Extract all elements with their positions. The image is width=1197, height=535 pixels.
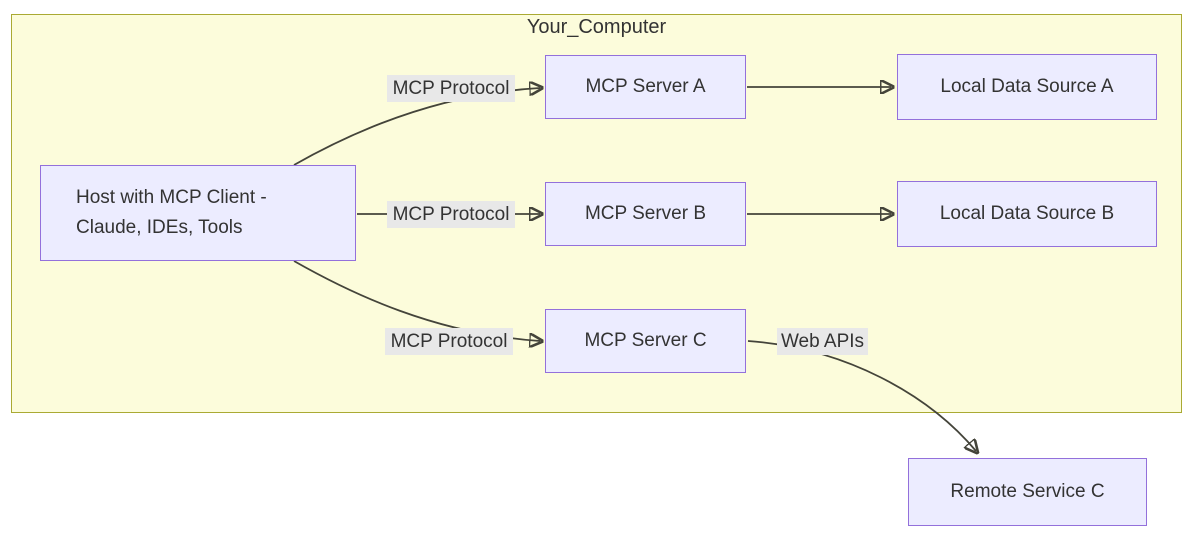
node-remote-service-c-label: Remote Service C — [950, 481, 1105, 502]
node-local-data-source-a: Local Data Source A — [897, 54, 1157, 120]
cluster-title: Your_Computer — [526, 16, 667, 38]
node-mcp-server-b-label: MCP Server B — [584, 203, 707, 224]
edge-label-mcp-protocol-c: MCP Protocol — [385, 328, 513, 355]
arrow-server-c-to-remote-c — [747, 340, 976, 451]
node-remote-service-c: Remote Service C — [908, 458, 1147, 526]
node-mcp-server-b: MCP Server B — [545, 182, 746, 246]
node-mcp-server-c-label: MCP Server C — [584, 330, 707, 351]
edge-label-mcp-protocol-a: MCP Protocol — [387, 75, 515, 102]
edge-label-mcp-protocol-b: MCP Protocol — [387, 201, 515, 228]
node-local-data-source-b: Local Data Source B — [897, 181, 1157, 247]
node-local-data-source-a-label: Local Data Source A — [940, 76, 1114, 97]
node-mcp-server-a-label: MCP Server A — [585, 76, 706, 97]
node-local-data-source-b-label: Local Data Source B — [939, 203, 1115, 224]
node-host-label: Host with MCP Client - Claude, IDEs, Too… — [76, 187, 267, 238]
node-mcp-server-a: MCP Server A — [545, 55, 746, 119]
node-host-with-mcp-client: Host with MCP Client - Claude, IDEs, Too… — [40, 165, 356, 261]
node-mcp-server-c: MCP Server C — [545, 309, 746, 373]
edge-label-web-apis: Web APIs — [777, 328, 868, 355]
